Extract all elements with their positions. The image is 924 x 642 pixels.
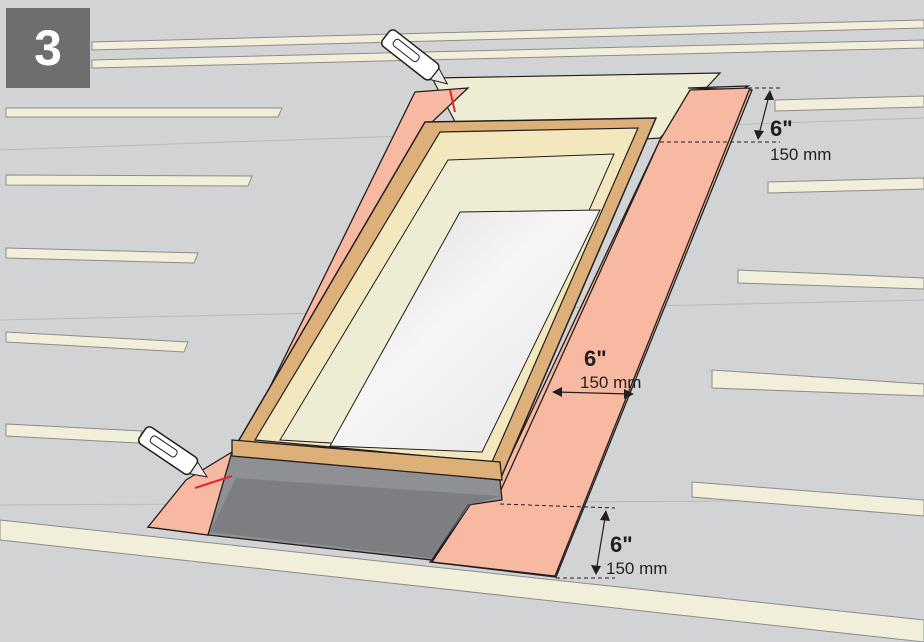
utility-knife-icon bbox=[138, 426, 209, 478]
dimension-side-inches: 6" bbox=[584, 346, 607, 371]
frame-bottom-rail bbox=[231, 439, 503, 481]
dimension-top-mm: 150 mm bbox=[770, 145, 831, 164]
step-number-badge: 3 bbox=[6, 8, 90, 88]
roof-battens bbox=[0, 19, 924, 642]
membrane-shade bbox=[210, 478, 500, 558]
cut-lines bbox=[194, 89, 456, 489]
dimension-bottom-mm: 150 mm bbox=[606, 559, 667, 578]
dimension-bottom-inches: 6" bbox=[610, 532, 633, 557]
dimension-top-inches: 6" bbox=[770, 116, 793, 141]
skylight-glass bbox=[329, 209, 601, 453]
dimension-side: 6" 150 mm bbox=[552, 346, 641, 399]
right-flashing-band bbox=[430, 87, 751, 577]
dimension-bottom: 6" 150 mm bbox=[499, 503, 667, 579]
dimension-top: 6" 150 mm bbox=[660, 87, 831, 164]
dimension-side-mm: 150 mm bbox=[580, 373, 641, 392]
utility-knife-icon bbox=[380, 29, 449, 85]
